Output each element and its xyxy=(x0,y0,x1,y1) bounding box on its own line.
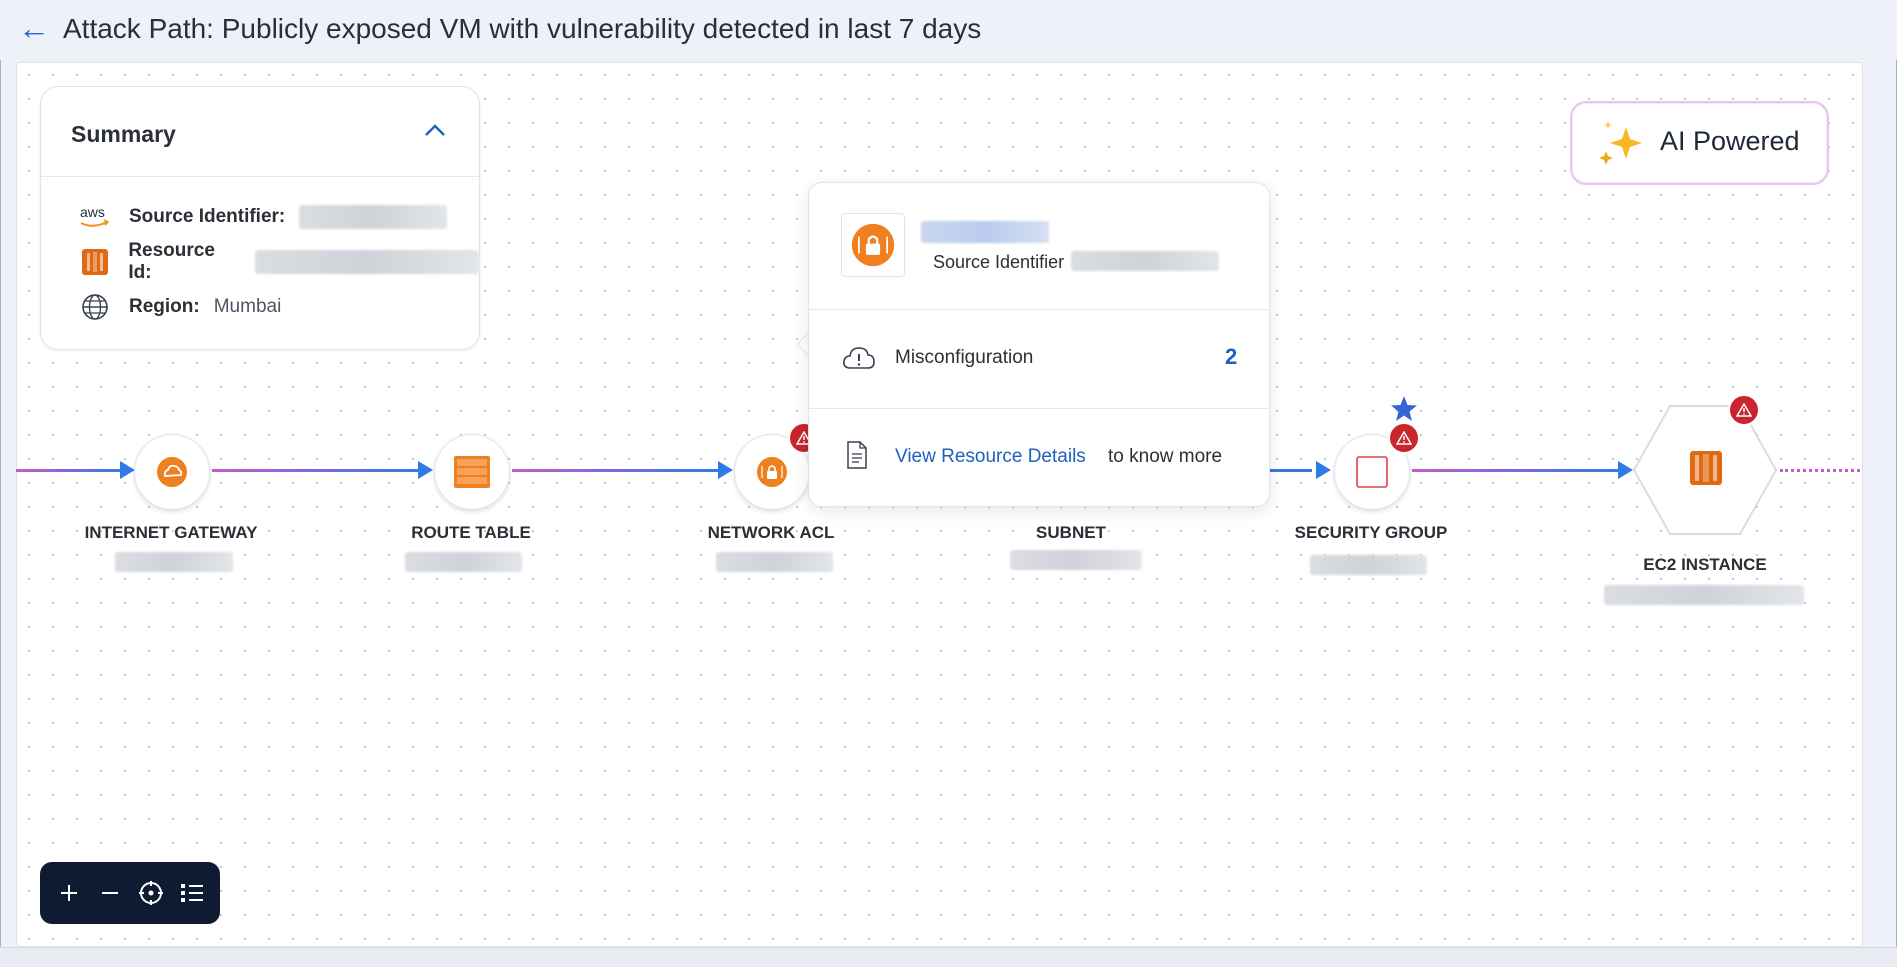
chevron-up-icon[interactable] xyxy=(421,117,449,145)
edge-arrow xyxy=(418,461,433,479)
redacted-value xyxy=(1010,550,1142,570)
redacted-value xyxy=(1310,555,1427,575)
summary-row-region: Region: Mumbai xyxy=(77,292,281,322)
redacted-resource-name xyxy=(921,221,1049,243)
redacted-value xyxy=(299,205,448,229)
node-label: ROUTE TABLE xyxy=(411,523,531,542)
page-title: Attack Path: Publicly exposed VM with vu… xyxy=(63,13,982,44)
edge-sg-ec2 xyxy=(1412,469,1622,472)
popup-source-label: Source Identifier xyxy=(933,252,1065,272)
node-internet-gateway[interactable] xyxy=(134,434,210,510)
summary-divider xyxy=(41,176,479,177)
misconfiguration-count[interactable]: 2 xyxy=(1225,344,1238,369)
back-arrow-icon[interactable]: ← xyxy=(18,10,50,46)
redacted-value xyxy=(255,250,479,274)
edge-start xyxy=(16,469,126,472)
node-label: SUBNET xyxy=(1036,523,1106,542)
redacted-value xyxy=(115,552,233,572)
zoom-in-button[interactable] xyxy=(52,876,86,910)
ai-powered-button[interactable]: AI Powered xyxy=(1570,101,1829,185)
lock-icon xyxy=(757,457,787,487)
star-icon xyxy=(1391,396,1417,421)
summary-title: Summary xyxy=(71,121,176,147)
region-label: Region: xyxy=(129,296,200,317)
resource-popup: Source Identifier Misconfiguration 2 Vie… xyxy=(808,182,1270,507)
summary-row-resource: Resource Id: xyxy=(77,240,479,283)
edge-ig-rt xyxy=(212,469,424,472)
edge-end-dotted xyxy=(1780,469,1860,472)
region-value: Mumbai xyxy=(213,296,282,317)
minus-icon xyxy=(101,892,118,894)
lock-icon xyxy=(851,223,895,267)
edge-arrow xyxy=(120,461,135,479)
ai-powered-label: AI Powered xyxy=(1660,126,1800,156)
cloud-icon xyxy=(157,457,187,487)
plus-icon xyxy=(60,885,77,901)
zoom-out-button[interactable] xyxy=(93,876,127,910)
node-label: NETWORK ACL xyxy=(707,523,835,542)
summary-row-source: aws Source Identifier: xyxy=(77,202,448,232)
alert-icon[interactable] xyxy=(1388,422,1420,454)
list-icon xyxy=(180,884,203,902)
security-group-icon xyxy=(1356,456,1388,488)
popup-divider xyxy=(809,408,1269,409)
node-label: SECURITY GROUP xyxy=(1294,523,1448,542)
redacted-value xyxy=(405,552,522,572)
fit-view-button[interactable] xyxy=(134,876,168,910)
route-table-icon xyxy=(454,456,490,488)
edge-arrow xyxy=(1618,461,1633,479)
view-resource-details-link[interactable]: View Resource Details xyxy=(895,446,1086,467)
popup-divider xyxy=(809,309,1269,310)
aws-icon: aws xyxy=(77,202,113,232)
resource-id-label: Resource Id: xyxy=(128,240,215,283)
document-icon xyxy=(847,441,867,469)
resource-icon-box xyxy=(841,213,905,277)
edge-subnet-sg xyxy=(1268,469,1312,472)
node-ec2-instance[interactable] xyxy=(1632,404,1778,536)
legend-button[interactable] xyxy=(175,876,209,910)
edge-arrow xyxy=(1316,461,1331,479)
edge-arrow xyxy=(718,461,733,479)
redacted-value xyxy=(1071,251,1219,271)
alert-icon[interactable] xyxy=(1728,394,1760,426)
source-identifier-label: Source Identifier: xyxy=(129,206,286,227)
node-route-table[interactable] xyxy=(434,434,510,510)
globe-icon xyxy=(77,292,113,322)
node-label: EC2 INSTANCE xyxy=(1643,555,1767,574)
redacted-value xyxy=(1604,585,1804,605)
bottom-strip xyxy=(0,947,1897,967)
link-suffix-text: to know more xyxy=(1108,446,1223,467)
graph-toolbar xyxy=(40,862,220,924)
summary-card: Summary aws Source Identifier: Resource … xyxy=(40,86,480,350)
node-label: INTERNET GATEWAY xyxy=(84,523,258,542)
cloud-alert-icon xyxy=(843,347,875,369)
sparkles-icon xyxy=(1599,121,1642,165)
crosshair-icon xyxy=(138,881,163,905)
svg-text:aws: aws xyxy=(80,204,105,220)
redacted-value xyxy=(716,552,833,572)
ec2-icon xyxy=(77,247,112,277)
ec2-icon xyxy=(1690,451,1722,485)
edge-rt-acl xyxy=(512,469,722,472)
node-security-group[interactable] xyxy=(1334,434,1410,510)
page-header: ← Attack Path: Publicly exposed VM with … xyxy=(0,0,1897,60)
misconfiguration-label: Misconfiguration xyxy=(895,347,1034,368)
node-network-acl[interactable] xyxy=(734,434,810,510)
